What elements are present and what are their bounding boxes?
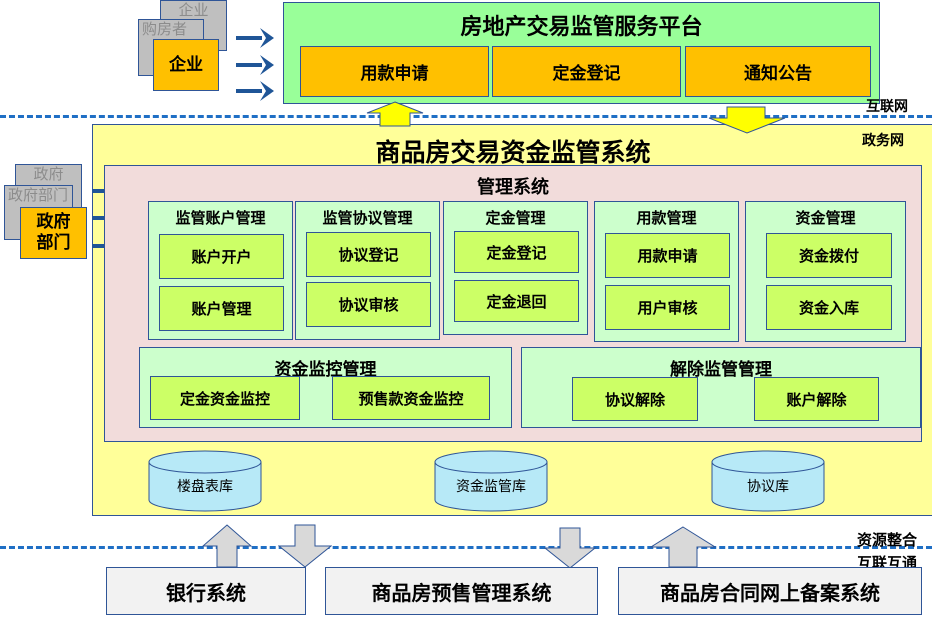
database-label: 资金监管库 xyxy=(456,479,526,495)
module-title: 用款管理 xyxy=(636,209,697,227)
database-agreement: 协议库 xyxy=(711,450,825,512)
arrow-down-icon xyxy=(544,527,596,569)
arrow-down-icon xyxy=(278,524,332,568)
zone-label-integration: 资源整合 xyxy=(857,531,918,549)
arrow-up-icon xyxy=(650,526,716,568)
item-presale-monitor[interactable]: 预售款资金监控 xyxy=(332,376,490,420)
item-user-review[interactable]: 用户审核 xyxy=(605,285,730,330)
module-title: 监管协议管理 xyxy=(322,209,413,227)
actor-card-gov: 政府部门 xyxy=(20,207,87,259)
external-presale-system[interactable]: 商品房预售管理系统 xyxy=(325,567,598,615)
arrow-right-icon xyxy=(236,28,274,101)
platform-button-deposit-register[interactable]: 定金登记 xyxy=(492,46,681,97)
item-agreement-review[interactable]: 协议审核 xyxy=(306,282,431,327)
module-title: 资金监控管理 xyxy=(274,360,377,380)
database-building: 楼盘表库 xyxy=(148,450,262,512)
platform-button-fund-request[interactable]: 用款申请 xyxy=(300,46,489,97)
actor-arrows xyxy=(236,28,274,101)
module-title: 定金管理 xyxy=(485,209,546,227)
zone-divider-internet xyxy=(0,115,932,118)
zone-divider-integration xyxy=(0,546,932,549)
actor-label: 政府 xyxy=(33,165,64,183)
item-agreement-register[interactable]: 协议登记 xyxy=(306,232,431,277)
module-title: 监管账户管理 xyxy=(175,209,266,227)
module-title: 解除监管管理 xyxy=(670,360,772,380)
actor-label: 政府部门 xyxy=(36,212,71,253)
item-deposit-refund[interactable]: 定金退回 xyxy=(454,280,579,322)
system-title: 商品房交易资金监管系统 xyxy=(375,138,651,167)
database-icon xyxy=(711,450,825,512)
external-bank-system[interactable]: 银行系统 xyxy=(106,567,306,615)
database-fund: 资金监管库 xyxy=(434,450,548,512)
database-icon xyxy=(434,450,548,512)
item-fund-request[interactable]: 用款申请 xyxy=(605,233,730,278)
arrow-up-icon xyxy=(202,524,252,568)
actor-label: 企业 xyxy=(178,1,209,19)
item-fund-deposit[interactable]: 资金入库 xyxy=(766,285,892,330)
database-label: 协议库 xyxy=(747,479,789,495)
item-deposit-register[interactable]: 定金登记 xyxy=(454,231,579,273)
item-agreement-release[interactable]: 协议解除 xyxy=(572,377,698,421)
item-account-manage[interactable]: 账户管理 xyxy=(159,286,284,331)
item-account-open[interactable]: 账户开户 xyxy=(159,234,284,279)
actor-label: 政府部门 xyxy=(8,186,69,204)
platform-button-notice[interactable]: 通知公告 xyxy=(685,46,871,97)
database-label: 楼盘表库 xyxy=(177,479,233,495)
zone-label-gov-net: 政务网 xyxy=(862,133,904,149)
actor-label: 购房者 xyxy=(142,20,188,38)
actor-label: 企业 xyxy=(169,54,203,75)
platform-title: 房地产交易监管服务平台 xyxy=(460,15,703,40)
item-deposit-monitor[interactable]: 定金资金监控 xyxy=(150,376,300,420)
arrow-up-icon xyxy=(366,101,424,127)
management-title: 管理系统 xyxy=(477,177,549,198)
module-title: 资金管理 xyxy=(795,209,856,227)
arrow-down-icon xyxy=(708,106,786,134)
item-fund-disburse[interactable]: 资金拨付 xyxy=(766,233,892,278)
database-icon xyxy=(148,450,262,512)
item-account-release[interactable]: 账户解除 xyxy=(754,377,879,421)
external-contract-filing-system[interactable]: 商品房合同网上备案系统 xyxy=(618,567,922,615)
zone-label-internet: 互联网 xyxy=(866,99,908,115)
actor-card-enterprise: 企业 xyxy=(153,39,219,91)
